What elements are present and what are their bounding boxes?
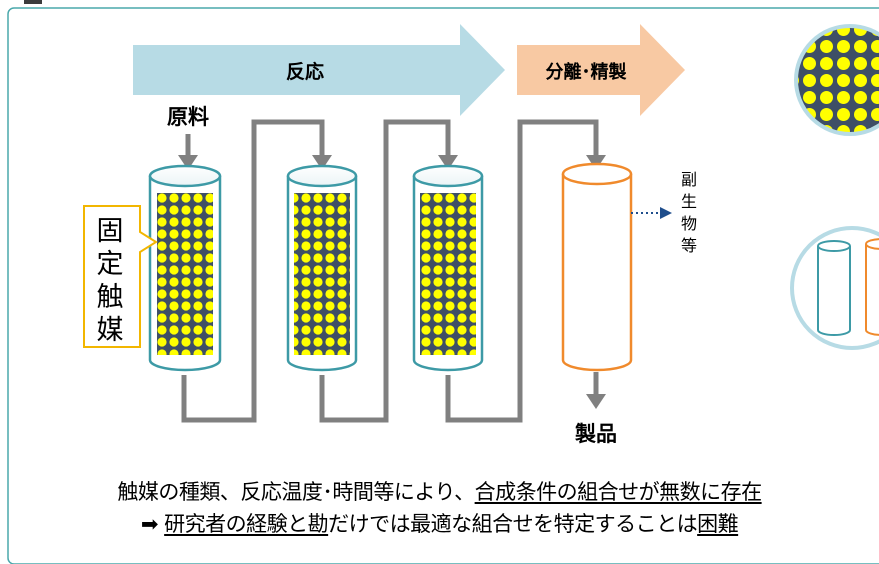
fixed-catalyst-char: 固 — [97, 216, 124, 247]
fixed-catalyst-callout: 固 定 触 媒 — [83, 205, 158, 348]
byproduct-label: 副 生 物 等 — [681, 170, 697, 255]
reaction-stage-arrow — [133, 24, 505, 116]
fixed-catalyst-char: 媒 — [97, 315, 124, 346]
caption-line-1-emphasis: 合成条件の組合せが無数に存在 — [474, 480, 763, 504]
reactor2-inlet-arrowhead — [312, 155, 332, 170]
reactor-2 — [286, 164, 358, 372]
catalyst-bed — [294, 193, 350, 355]
reaction-stage-label: 反応 — [286, 60, 324, 83]
product-outlet-arrowhead — [586, 394, 606, 409]
fixed-catalyst-char: 触 — [97, 282, 124, 313]
caption-line-2-emphasis-2: 困難 — [697, 512, 739, 536]
byproduct-char: 生 — [681, 192, 697, 211]
inlet-arrowhead — [178, 155, 198, 170]
catalyst-bed — [157, 193, 213, 355]
separation-stage-label: 分離･精製 — [546, 61, 627, 83]
caption-line-1: 触媒の種類、反応温度･時間等により、合成条件の組合せが無数に存在 — [0, 476, 879, 506]
reactor-1 — [148, 164, 222, 372]
caption-line-1-text: 触媒の種類、反応温度･時間等により、 — [117, 480, 475, 504]
pipe-arrowheads — [178, 155, 606, 409]
caption-line-2-emphasis-1: 研究者の経験と勘 — [164, 512, 329, 536]
raw-material-label: 原料 — [167, 105, 209, 129]
pipes — [181, 119, 599, 423]
right-arrow-icon: ➡ — [140, 512, 159, 536]
separator-inlet-arrowhead — [586, 155, 606, 170]
catalyst-closeup-circle — [794, 24, 879, 136]
catalyst-bed — [420, 193, 476, 355]
equipment-closeup-circle — [790, 226, 879, 350]
caption-line-2-text: だけでは最適な組合せを特定することは — [328, 512, 698, 536]
separation-stage-arrow — [517, 24, 685, 116]
byproduct-char: 等 — [681, 236, 697, 255]
product-label: 製品 — [574, 422, 617, 446]
byproduct-char: 副 — [681, 170, 697, 189]
corner-tab — [24, 0, 42, 4]
fixed-catalyst-char: 定 — [97, 249, 124, 280]
byproduct-arrowhead — [660, 207, 672, 219]
byproduct-char: 物 — [681, 214, 697, 233]
caption-line-2: ➡ 研究者の経験と勘だけでは最適な組合せを特定することは困難 — [0, 508, 879, 538]
reactor-3 — [412, 164, 484, 372]
reactor3-inlet-arrowhead — [438, 155, 458, 170]
separator-column — [561, 162, 633, 372]
outer-frame — [7, 7, 879, 564]
